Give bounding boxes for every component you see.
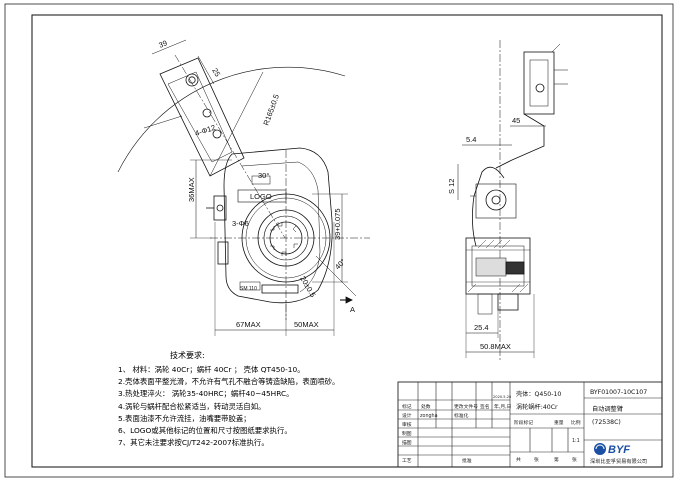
plate-text: SM 110 [240, 286, 257, 292]
tb-col-date: 年,月,日 [494, 403, 511, 410]
tb-row-trace: 描图 [402, 439, 412, 446]
requirement-item: 5.表面油漆不允许流挂，油嘴要带胶盖； [118, 413, 251, 423]
requirements-title: 技术要求: [170, 351, 205, 360]
company-logo: BYF [594, 443, 630, 456]
dim-spline-left: 3-Φ6 [232, 219, 249, 228]
tb-sheet-no: 第 [554, 456, 559, 463]
tb-sheet-total: 共 [516, 456, 521, 463]
tb-col-sign: 签名 [480, 403, 490, 410]
tb-row-draw: 制图 [402, 430, 412, 437]
tb-sheet-unit-2: 张 [572, 456, 577, 463]
tb-row-approve: 批准 [462, 457, 472, 464]
tb-col-count: 处数 [421, 403, 431, 410]
dim-height: 36MAX [187, 177, 196, 202]
front-view [117, 39, 370, 336]
tb-col-change: 更改文件号 [454, 403, 478, 410]
logo-label: LOGO [250, 192, 272, 201]
tb-weight: 重量 [554, 419, 564, 426]
tb-part-name: 自动调整臂 [592, 405, 623, 413]
tb-col-mark: 标记 [402, 403, 412, 410]
tb-row-design: 设计 [402, 412, 412, 419]
side-view [457, 40, 568, 360]
requirement-item: 6、LOGO或其他标记的位置和尺寸按图纸要求执行。 [118, 426, 292, 436]
tb-material-2: 涡轮蜗杆:40Cr [516, 403, 558, 411]
tb-stage: 阶段标记 [514, 419, 533, 426]
tb-designer: zongha [420, 413, 438, 419]
requirement-item: 1、 材料：涡轮 40Cr；蜗杆 40Cr ； 壳体 QT450-10。 [118, 365, 305, 374]
dim-angle: 30° [258, 171, 269, 180]
tb-part-code: (72538C) [592, 419, 621, 426]
tb-row-review: 审核 [402, 421, 412, 428]
logo-text: BYF [608, 444, 630, 456]
requirement-item: 7、其它未注要求按CJ/T242-2007标准执行。 [118, 438, 269, 448]
tb-date: 2020.5.20 [493, 395, 512, 399]
dim-right: 50MAX [294, 320, 319, 329]
tb-std-label: 标准化 [454, 412, 469, 419]
tb-company: 深圳比亚孚贸易有限公司 [590, 457, 647, 465]
inner-border [31, 14, 663, 468]
requirement-item: 3.热处理淬火： 涡轮35-40HRC；蜗杆40~45HRC。 [118, 389, 294, 399]
dim-25-4: 25.4 [474, 323, 489, 332]
tb-scale: 1:1 [572, 438, 580, 444]
requirement-item: 4.涡轮与蜗杆配合松紧适当，转动灵活自如。 [118, 401, 266, 411]
tb-material-1: 壳体：Q450-10 [516, 390, 561, 398]
dim-50-8: 50.8MAX [480, 342, 511, 351]
dim-left: 67MAX [236, 320, 261, 329]
tb-scale-label: 比例 [571, 419, 581, 426]
dim-slot: 25 [210, 67, 222, 79]
section-mark: A [350, 305, 355, 314]
dim-12: S 12 [447, 179, 456, 194]
outer-border [4, 3, 674, 478]
dim-spline: 39+0.075 [333, 209, 342, 241]
tb-row-process: 工艺 [402, 458, 412, 464]
dim-45: 45 [512, 116, 520, 125]
requirements-list: 1、 材料：涡轮 40Cr；蜗杆 40Cr ； 壳体 QT450-10。 2.壳… [118, 364, 339, 449]
tb-drawing-no: BYF01007-10C107 [590, 389, 647, 396]
requirement-item: 2.壳体表面平整光滑，不允许有气孔不融合等铸造缺陷，表面喷砂。 [118, 377, 340, 387]
dim-5-4: 5.4 [466, 135, 476, 144]
dim-top: 39 [157, 38, 168, 49]
tb-sheet-unit-1: 张 [534, 456, 539, 463]
title-block [397, 381, 663, 468]
